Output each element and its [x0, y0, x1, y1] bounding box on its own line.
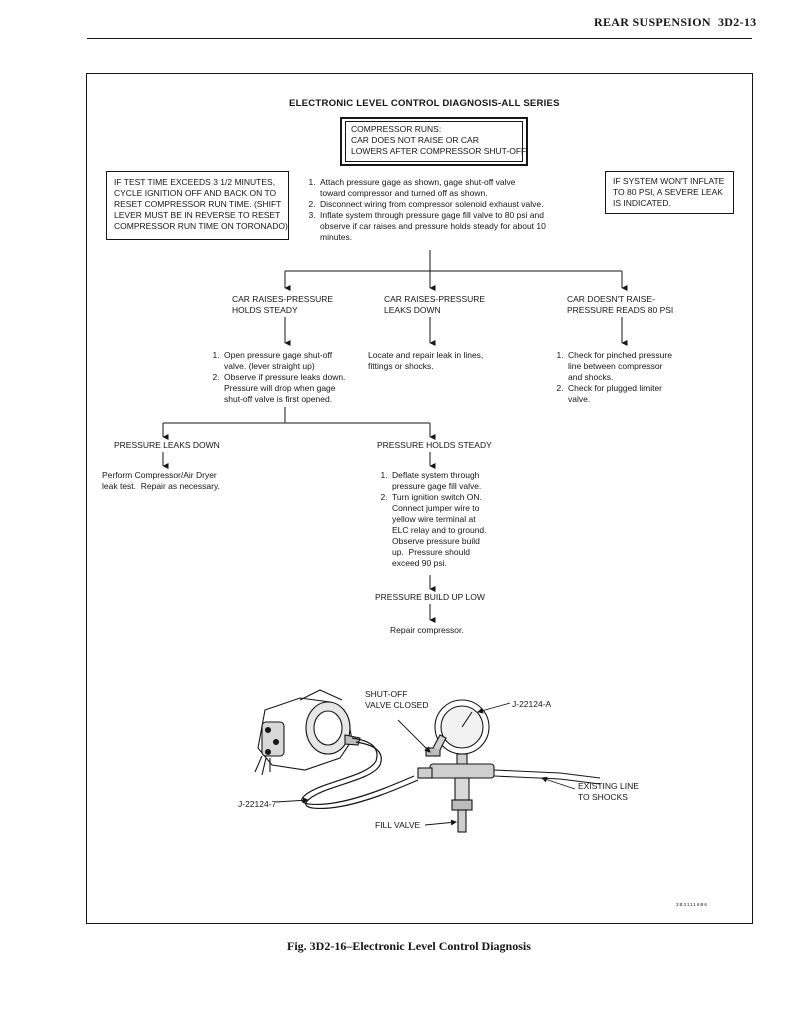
branch-leaks-label: CAR RAISES-PRESSURE LEAKS DOWN — [384, 294, 486, 315]
label-shutoff-valve: SHUT-OFF VALVE CLOSED — [365, 689, 429, 710]
noraise-step-2: Check for plugged limiter valve. — [566, 383, 672, 405]
header-rule — [87, 38, 752, 39]
chart-title: ELECTRONIC LEVEL CONTROL DIAGNOSIS-ALL S… — [289, 98, 560, 109]
label-fill-valve: FILL VALVE — [375, 820, 421, 830]
initial-steps: Attach pressure gage as shown, gage shut… — [305, 177, 595, 243]
test-hose — [301, 737, 419, 810]
label-gage-tool: J-22124-A — [512, 699, 552, 709]
left-note-box — [106, 171, 289, 240]
branch-holds-label: CAR RAISES-PRESSURE HOLDS STEADY — [232, 294, 334, 315]
figure-caption: Fig. 3D2-16–Electronic Level Control Dia… — [287, 939, 531, 953]
initial-step-2: Disconnect wiring from compressor soleno… — [318, 199, 595, 210]
page-header-number: 3D2-13 — [718, 15, 757, 29]
steady-step-1: Deflate system through pressure gage fil… — [390, 470, 487, 492]
label-hose-tool: J-22124-7 — [238, 799, 277, 809]
sub-steady-steps: Deflate system through pressure gage fil… — [377, 470, 487, 569]
sub-leaks-action: Perform Compressor/Air Dryer leak test. … — [102, 470, 220, 491]
holds-step-2: Observe if pressure leaks down. Pressure… — [222, 372, 345, 405]
branch-leaks-action: Locate and repair leak in lines, fitting… — [368, 350, 484, 371]
branch-no-raise-label: CAR DOESN'T RAISE- PRESSURE READS 80 PSI — [567, 294, 674, 315]
image-code: 3B31116B6 — [676, 902, 708, 907]
initial-step-3: Inflate system through pressure gage fil… — [318, 210, 595, 243]
noraise-step-1: Check for pinched pressure line between … — [566, 350, 672, 383]
existing-line-tube — [493, 769, 601, 785]
sub-steady-label: PRESSURE HOLDS STEADY — [377, 440, 492, 450]
steady-step-2: Turn ignition switch ON. Connect jumper … — [390, 492, 487, 569]
left-note-text: IF TEST TIME EXCEEDS 3 1/2 MINUTES, CYCL… — [114, 177, 288, 231]
start-box-outer — [340, 117, 528, 166]
right-note-text: IF SYSTEM WON'T INFLATE TO 80 PSI, A SEV… — [613, 176, 725, 208]
sub-steady-result-action: Repair compressor. — [390, 625, 464, 635]
holds-step-1: Open pressure gage shut-off valve. (leve… — [222, 350, 345, 372]
right-note-box — [605, 171, 734, 214]
gage-assembly — [417, 699, 495, 833]
start-box-inner — [345, 121, 523, 162]
figure-frame — [86, 73, 753, 924]
compressor-unit — [254, 689, 361, 776]
initial-step-1: Attach pressure gage as shown, gage shut… — [318, 177, 595, 199]
sub-steady-result-label: PRESSURE BUILD UP LOW — [375, 592, 485, 602]
branch-holds-steps: Open pressure gage shut-off valve. (leve… — [209, 350, 345, 405]
page-header-section: REAR SUSPENSION — [594, 15, 711, 29]
label-existing-line: EXISTING LINE TO SHOCKS — [578, 781, 639, 802]
start-box-text: COMPRESSOR RUNS: CAR DOES NOT RAISE OR C… — [351, 124, 527, 156]
leader-lines — [275, 702, 576, 826]
branch-no-raise-steps: Check for pinched pressure line between … — [553, 350, 672, 405]
sub-leaks-label: PRESSURE LEAKS DOWN — [114, 440, 220, 450]
